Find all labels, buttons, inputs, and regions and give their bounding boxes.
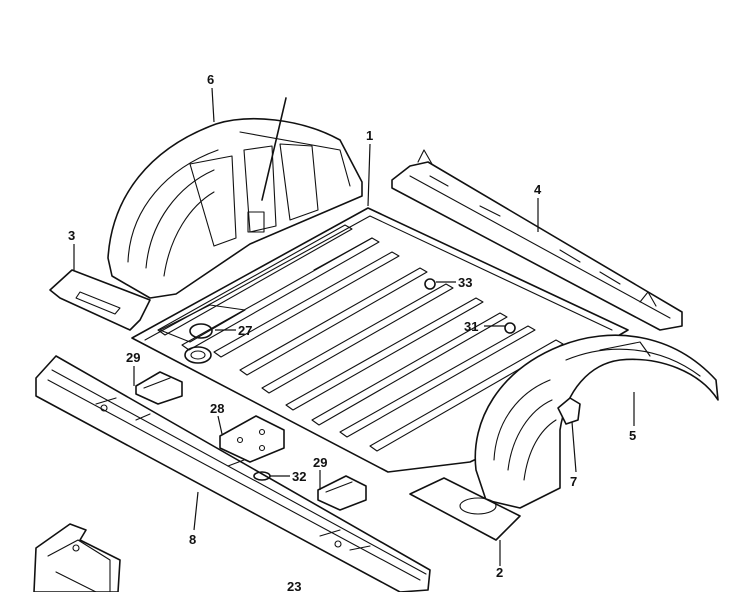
panel-23 bbox=[33, 523, 121, 592]
side-sill-8 bbox=[35, 355, 431, 592]
plug-31 bbox=[504, 322, 516, 334]
label-part-2: 2 bbox=[496, 565, 503, 580]
bracket-2 bbox=[409, 477, 521, 541]
drain-hole bbox=[184, 346, 212, 364]
label-part-27: 27 bbox=[238, 323, 252, 338]
fitting-7 bbox=[557, 397, 581, 425]
label-part-23: 23 bbox=[287, 579, 301, 592]
leader-lines bbox=[73, 87, 635, 566]
label-part-5: 5 bbox=[629, 428, 636, 443]
bracket-29-left bbox=[135, 371, 183, 405]
label-part-7: 7 bbox=[570, 474, 577, 489]
wheel-house-left bbox=[107, 97, 363, 299]
cross-member-4 bbox=[391, 149, 683, 331]
label-part-31: 31 bbox=[464, 319, 478, 334]
label-part-32: 32 bbox=[292, 469, 306, 484]
floor-ribs bbox=[157, 224, 564, 452]
bracket-28 bbox=[219, 415, 285, 463]
plug-hole bbox=[189, 323, 213, 339]
label-part-6: 6 bbox=[207, 72, 214, 87]
bracket-29-right bbox=[317, 475, 367, 511]
part-labels: 6 1 3 4 33 27 31 29 28 5 29 32 7 8 2 23 bbox=[68, 72, 636, 592]
label-part-1: 1 bbox=[366, 128, 373, 143]
label-part-28: 28 bbox=[210, 401, 224, 416]
label-part-33: 33 bbox=[458, 275, 472, 290]
plug-33 bbox=[424, 278, 436, 290]
label-part-8: 8 bbox=[189, 532, 196, 547]
label-part-29-left: 29 bbox=[126, 350, 140, 365]
label-part-3: 3 bbox=[68, 228, 75, 243]
label-part-4: 4 bbox=[534, 182, 542, 197]
label-part-29-right: 29 bbox=[313, 455, 327, 470]
bracket-3 bbox=[49, 269, 151, 331]
wheel-house-right bbox=[474, 334, 719, 509]
